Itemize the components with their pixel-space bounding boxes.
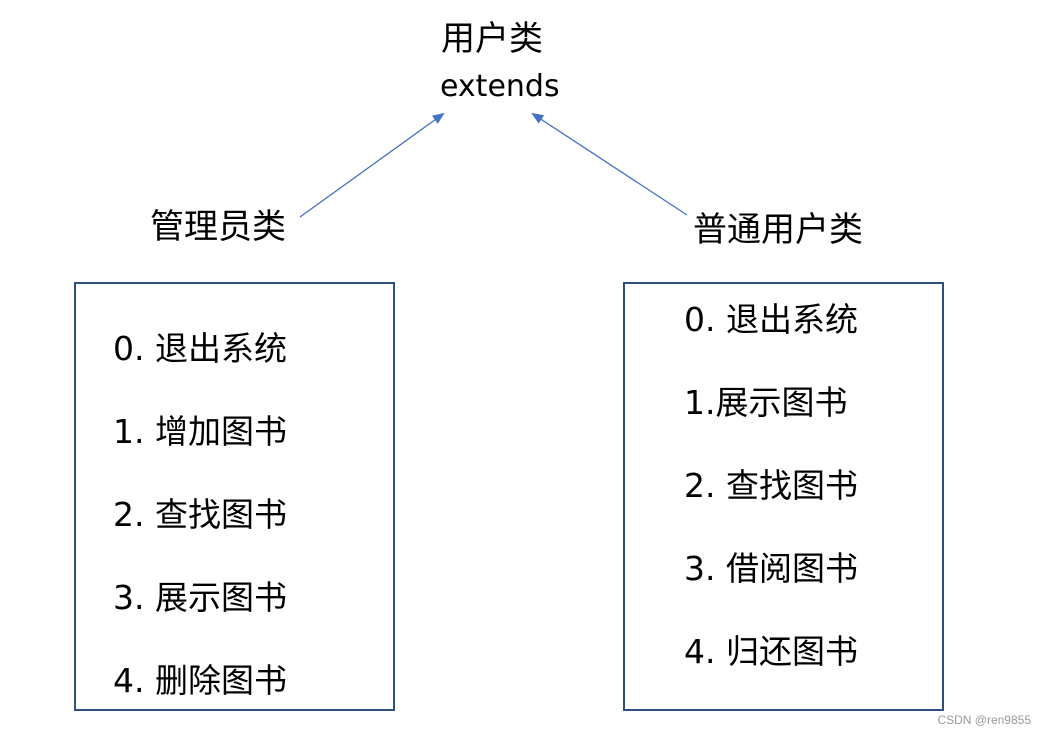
normal-user-menu-item-find-book: 2. 查找图书 <box>684 466 858 505</box>
normal-user-class-title: 普通用户类 <box>693 210 863 250</box>
csdn-watermark: CSDN @ren9855 <box>937 713 1031 727</box>
normal-user-menu-box: 0. 退出系统 1.展示图书 2. 查找图书 3. 借阅图书 4. 归还图书 <box>623 282 944 711</box>
normal-user-menu-item-exit: 0. 退出系统 <box>684 300 858 339</box>
admin-menu-item-show-books: 3. 展示图书 <box>113 578 287 617</box>
parent-class-title: 用户类 <box>441 19 543 59</box>
admin-menu-box: 0. 退出系统 1. 增加图书 2. 查找图书 3. 展示图书 4. 删除图书 <box>74 282 395 711</box>
admin-menu-item-delete-book: 4. 删除图书 <box>113 661 287 700</box>
normal-user-inherits-arrow <box>531 112 688 216</box>
admin-menu-item-add-book: 1. 增加图书 <box>113 412 287 451</box>
extends-label: extends <box>440 69 560 104</box>
admin-menu-item-exit: 0. 退出系统 <box>113 329 287 368</box>
admin-class-title: 管理员类 <box>150 207 286 247</box>
normal-user-menu-item-show-books: 1.展示图书 <box>684 383 848 422</box>
admin-inherits-arrow <box>299 112 445 218</box>
normal-user-menu-item-return-book: 4. 归还图书 <box>684 632 858 671</box>
normal-user-menu-item-borrow-book: 3. 借阅图书 <box>684 549 858 588</box>
admin-menu-item-find-book: 2. 查找图书 <box>113 495 287 534</box>
